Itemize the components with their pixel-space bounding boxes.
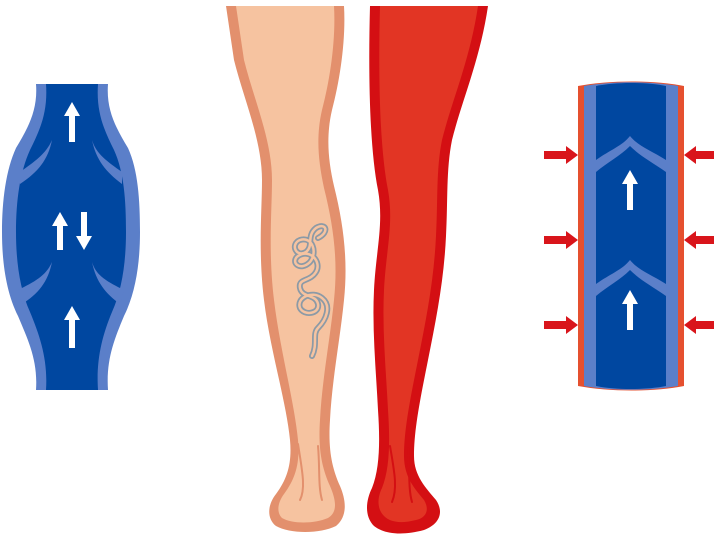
compressed-vein-inner-lumen: [596, 83, 666, 389]
arrow-left-icon: [684, 146, 714, 164]
stocking-leg: [367, 6, 488, 533]
arrow-right-icon: [544, 316, 578, 334]
arrow-right-icon: [544, 146, 578, 164]
compressed-vein-cross-section: [578, 82, 684, 391]
dilated-vein-cross-section: [2, 84, 140, 390]
arrow-left-icon: [684, 316, 714, 334]
arrow-right-icon: [544, 231, 578, 249]
arrow-left-icon: [684, 231, 714, 249]
bare-leg: [226, 6, 346, 532]
